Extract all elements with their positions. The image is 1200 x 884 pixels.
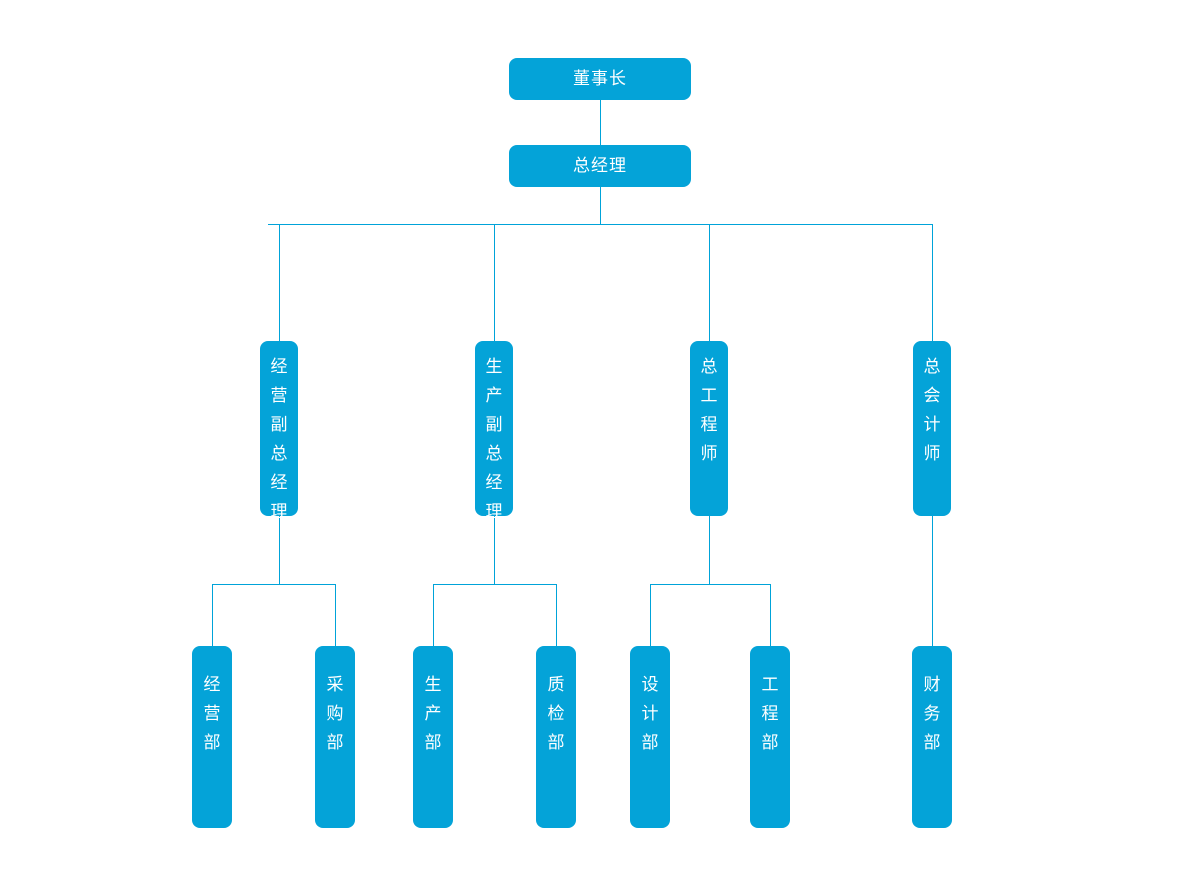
node-dept-purchasing[interactable]: 采购部 — [315, 646, 355, 828]
node-label-char: 总 — [923, 357, 941, 377]
node-label-char: 经 — [270, 357, 288, 377]
connector-drop-dept-design — [650, 584, 651, 646]
node-label-char: 部 — [761, 733, 779, 753]
node-label-char: 师 — [700, 444, 718, 464]
node-vp-production[interactable]: 生产副总经理 — [475, 341, 513, 522]
node-label-char: 程 — [700, 415, 718, 435]
node-label-char: 程 — [761, 704, 779, 724]
connector-drop-vp-production — [494, 224, 495, 341]
node-dept-design[interactable]: 设计部 — [630, 646, 670, 828]
connector-gm-stub — [600, 187, 601, 224]
node-vp-operations[interactable]: 经营副总经理 — [260, 341, 298, 522]
node-label-char: 部 — [923, 733, 941, 753]
node-label-char: 会 — [923, 386, 941, 406]
node-label-char: 检 — [547, 704, 565, 724]
node-chief-accountant[interactable]: 总会计师 — [913, 341, 951, 516]
node-label-char: 务 — [923, 704, 941, 724]
node-label-char: 经 — [203, 675, 221, 695]
node-chairman[interactable]: 董事长 — [509, 58, 691, 100]
connector-vp-production-bus — [433, 584, 557, 585]
connector-chief-engineer-stub — [709, 516, 710, 584]
node-label-char: 设 — [641, 675, 659, 695]
connector-chairman-to-gm — [600, 100, 601, 145]
node-chief-engineer[interactable]: 总工程师 — [690, 341, 728, 516]
node-label-char: 生 — [485, 357, 503, 377]
node-label-char: 部 — [326, 733, 344, 753]
node-label-char: 工 — [700, 386, 718, 406]
node-general-manager-label: 总经理 — [573, 155, 627, 176]
connector-drop-chief-engineer — [709, 224, 710, 341]
node-label-char: 部 — [424, 733, 442, 753]
node-label-char: 质 — [547, 675, 565, 695]
node-label-char: 总 — [485, 444, 503, 464]
node-dept-production[interactable]: 生产部 — [413, 646, 453, 828]
node-label-char: 计 — [641, 704, 659, 724]
node-label-char: 部 — [641, 733, 659, 753]
node-label-char: 总 — [270, 444, 288, 464]
connector-drop-dept-quality — [556, 584, 557, 646]
connector-vp-operations-bus — [212, 584, 336, 585]
connector-drop-dept-engineering — [770, 584, 771, 646]
connector-drop-dept-production — [433, 584, 434, 646]
node-label-char: 部 — [203, 733, 221, 753]
node-dept-quality[interactable]: 质检部 — [536, 646, 576, 828]
node-dept-operations[interactable]: 经营部 — [192, 646, 232, 828]
node-label-char: 财 — [923, 675, 941, 695]
connector-drop-chief-accountant — [932, 224, 933, 341]
node-label-char: 副 — [485, 415, 503, 435]
connector-chief-engineer-bus — [650, 584, 771, 585]
node-label-char: 购 — [326, 704, 344, 724]
node-label-char: 产 — [485, 386, 503, 406]
node-label-char: 产 — [424, 704, 442, 724]
connector-chief-accountant-to-finance — [932, 516, 933, 646]
connector-drop-dept-operations — [212, 584, 213, 646]
node-dept-finance[interactable]: 财务部 — [912, 646, 952, 828]
connector-drop-vp-operations — [279, 224, 280, 341]
node-label-char: 经 — [485, 473, 503, 493]
connector-vp-production-stub — [494, 516, 495, 584]
node-dept-engineering[interactable]: 工程部 — [750, 646, 790, 828]
node-label-char: 计 — [923, 415, 941, 435]
node-label-char: 副 — [270, 415, 288, 435]
node-label-char: 理 — [270, 502, 288, 522]
node-label-char: 师 — [923, 444, 941, 464]
connector-vp-operations-stub — [279, 516, 280, 584]
node-label-char: 经 — [270, 473, 288, 493]
node-label-char: 理 — [485, 502, 503, 522]
node-label-char: 采 — [326, 675, 344, 695]
node-chairman-label: 董事长 — [573, 68, 627, 89]
node-label-char: 营 — [270, 386, 288, 406]
node-label-char: 生 — [424, 675, 442, 695]
node-label-char: 部 — [547, 733, 565, 753]
node-general-manager[interactable]: 总经理 — [509, 145, 691, 187]
connector-level2-bus — [268, 224, 933, 225]
node-label-char: 总 — [700, 357, 718, 377]
node-label-char: 营 — [203, 704, 221, 724]
node-label-char: 工 — [761, 675, 779, 695]
connector-drop-dept-purchasing — [335, 584, 336, 646]
